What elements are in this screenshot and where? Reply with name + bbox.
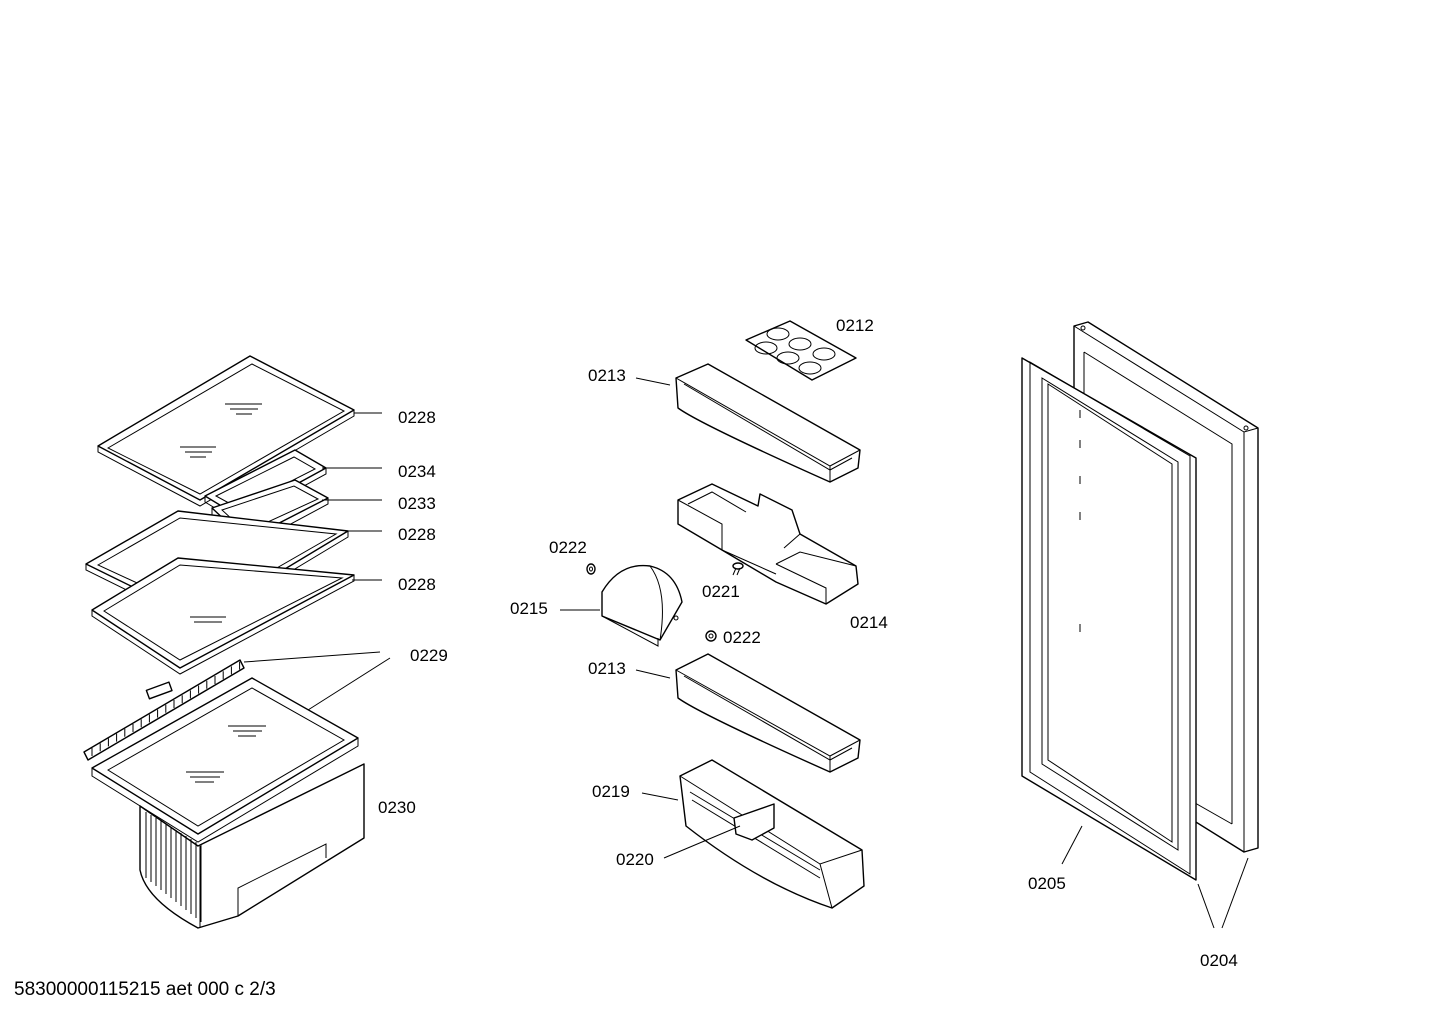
drawing-reference-footer: 58300000115215 aet 000 c 2/3 <box>14 979 276 1000</box>
leader-lines-middle <box>560 377 741 859</box>
door-bin-0213-lower <box>675 653 861 773</box>
label-0213: 0213 <box>588 659 626 678</box>
shelf-0228-top <box>97 355 355 507</box>
cover-0215 <box>601 564 683 647</box>
washer-0222-lower <box>705 630 717 642</box>
shelf-0228-lower <box>91 557 355 675</box>
label-0204: 0204 <box>1200 951 1238 970</box>
label-0221: 0221 <box>702 582 740 601</box>
label-0234: 0234 <box>398 462 436 481</box>
washer-0222-top <box>586 563 596 575</box>
label-0222: 0222 <box>549 538 587 557</box>
label-0230: 0230 <box>378 798 416 817</box>
bottle-holder-0220 <box>733 803 775 841</box>
label-0213: 0213 <box>588 366 626 385</box>
label-0228: 0228 <box>398 525 436 544</box>
screw-0221 <box>732 562 744 576</box>
label-0229: 0229 <box>410 646 448 665</box>
crisper-drawer-0230 <box>139 763 365 929</box>
crisper-cover-0229 <box>91 677 359 843</box>
leader-lines-left <box>243 412 391 711</box>
label-0222: 0222 <box>723 628 761 647</box>
label-0205: 0205 <box>1028 874 1066 893</box>
gasket-0205 <box>1021 357 1197 881</box>
label-0212: 0212 <box>836 316 874 335</box>
rail-0229-clip <box>145 681 173 700</box>
label-0233: 0233 <box>398 494 436 513</box>
bin-0214 <box>677 483 859 605</box>
label-0228: 0228 <box>398 408 436 427</box>
label-0228: 0228 <box>398 575 436 594</box>
label-0214: 0214 <box>850 613 888 632</box>
label-0215: 0215 <box>510 599 548 618</box>
rail-0229 <box>83 659 245 761</box>
callout-labels: 0228 0234 0233 0228 0228 0229 0230 0212 … <box>378 316 1238 970</box>
label-0219: 0219 <box>592 782 630 801</box>
egg-tray-0212 <box>745 320 857 381</box>
leader-lines-right <box>1061 825 1249 929</box>
bottle-bin-0219 <box>679 759 865 909</box>
label-0220: 0220 <box>616 850 654 869</box>
door-bin-0213-top <box>675 363 861 483</box>
